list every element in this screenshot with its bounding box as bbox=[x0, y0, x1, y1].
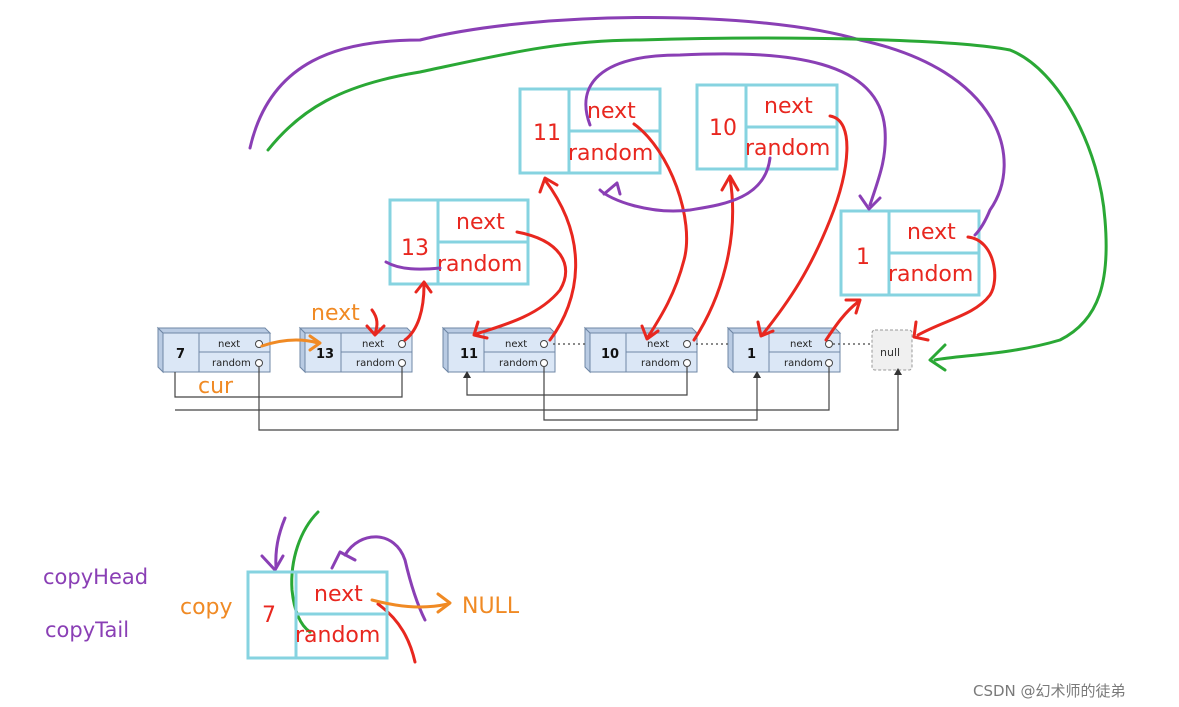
copy-head-label: copyHead bbox=[43, 565, 148, 589]
copy-node-1: 1 next random bbox=[839, 209, 981, 297]
original-node-value: 13 bbox=[316, 347, 334, 362]
copy-next-label: next bbox=[587, 99, 636, 124]
original-random-label: random bbox=[784, 358, 823, 369]
copy-node-value: 10 bbox=[709, 116, 737, 141]
copy-node-value: 13 bbox=[401, 236, 429, 261]
original-random-label: random bbox=[499, 358, 538, 369]
null-node: null bbox=[871, 329, 913, 371]
original-random-label: random bbox=[212, 358, 251, 369]
copy-node-value: 1 bbox=[856, 245, 870, 270]
green-arrows bbox=[266, 36, 1108, 634]
original-node-1: 1 next random bbox=[726, 326, 842, 374]
red-arrows bbox=[365, 114, 997, 664]
copy-tail-label: copyTail bbox=[45, 618, 129, 642]
copy-section: copyHead copyTail copy 7 next random NUL… bbox=[43, 565, 520, 660]
original-node-10: 10 next random bbox=[583, 326, 699, 374]
copy-node-13: 13 next random bbox=[388, 198, 530, 286]
copy-random-label: random bbox=[295, 623, 380, 648]
original-random-label: random bbox=[641, 358, 680, 369]
copy-next-label: next bbox=[456, 210, 505, 235]
copy-node-11: 11 next random bbox=[518, 87, 662, 175]
copy-random-label: random bbox=[888, 262, 973, 287]
original-next-label: next bbox=[218, 339, 240, 350]
null-label: null bbox=[880, 346, 900, 359]
copy-random-label: random bbox=[745, 136, 830, 161]
original-node-value: 11 bbox=[460, 347, 478, 362]
copy-node-value: 7 bbox=[262, 603, 276, 628]
original-node-7: 7 next random bbox=[156, 326, 272, 374]
copy-random-label: random bbox=[568, 141, 653, 166]
original-next-label: next bbox=[790, 339, 812, 350]
watermark: CSDN @幻术师的徒弟 bbox=[973, 682, 1126, 700]
copy-next-label: next bbox=[314, 582, 363, 607]
copy-node-7: 7 next random bbox=[246, 570, 389, 660]
original-node-13: 13 next random bbox=[298, 326, 414, 374]
orange-arrowhead bbox=[308, 334, 322, 352]
next-annotation: next bbox=[311, 301, 360, 326]
original-node-value: 7 bbox=[176, 347, 185, 362]
original-next-label: next bbox=[505, 339, 527, 350]
null-text: NULL bbox=[462, 594, 520, 619]
original-node-value: 10 bbox=[601, 347, 619, 362]
copy-label: copy bbox=[180, 595, 233, 620]
copy-next-label: next bbox=[907, 220, 956, 245]
original-list: 7 next random 13 next random 11 bbox=[156, 326, 913, 431]
copy-node-value: 11 bbox=[533, 121, 561, 146]
copy-node-10: 10 next random bbox=[695, 83, 839, 171]
original-next-label: next bbox=[362, 339, 384, 350]
copy-random-label: random bbox=[437, 252, 522, 277]
next-to-null-arrow bbox=[370, 598, 450, 609]
orange-arrowhead bbox=[436, 592, 452, 614]
original-random-label: random bbox=[356, 358, 395, 369]
copy-next-label: next bbox=[764, 94, 813, 119]
original-next-label: next bbox=[647, 339, 669, 350]
original-node-value: 1 bbox=[747, 347, 756, 362]
cur-annotation: cur bbox=[198, 374, 234, 399]
original-node-11: 11 next random bbox=[441, 326, 557, 374]
orange-next-arrow bbox=[260, 338, 320, 348]
purple-arrows bbox=[248, 16, 1006, 622]
